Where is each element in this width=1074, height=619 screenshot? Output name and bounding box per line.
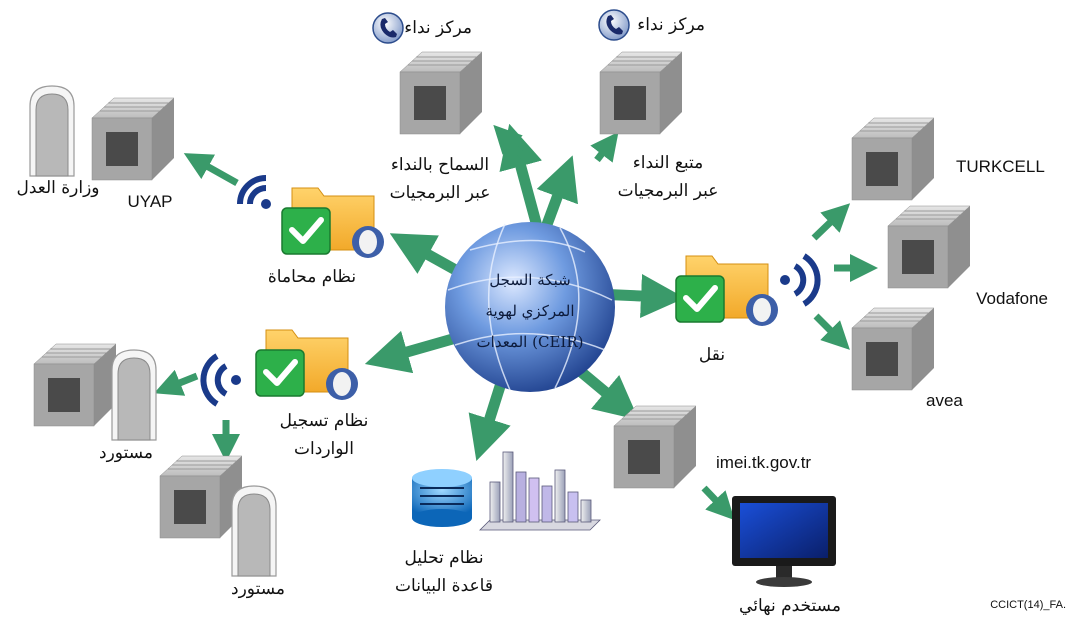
arrow-to-uyap bbox=[183, 153, 239, 187]
center-line-2: المركزي لهوية bbox=[485, 302, 574, 320]
vodafone-label: Vodafone bbox=[976, 289, 1048, 308]
server-icon bbox=[613, 405, 697, 489]
folder-check-icon bbox=[676, 256, 778, 326]
arrow-to-database bbox=[468, 378, 511, 461]
arrow-call-tracker-to-center bbox=[590, 131, 619, 163]
uyap-label: UYAP bbox=[127, 192, 172, 211]
call-permit-label-2: عبر البرمجيات bbox=[390, 183, 491, 203]
arrow-to-avea bbox=[813, 313, 850, 350]
wifi-icon bbox=[237, 175, 271, 209]
database-label-2: قاعدة البيانات bbox=[395, 576, 493, 596]
call-tracker-label-1: متبع النداء bbox=[633, 153, 704, 173]
folder-check-icon bbox=[282, 188, 384, 258]
arrow-call-permit-to-center bbox=[493, 124, 528, 161]
ministry-justice: وزارة العدل bbox=[16, 85, 100, 198]
law-system: نظام محاماة bbox=[268, 188, 384, 287]
importer-1-label: مستورد bbox=[99, 443, 153, 463]
call-center-1: مركز نداء bbox=[372, 12, 472, 44]
server-icon bbox=[851, 117, 935, 201]
wifi-icon bbox=[200, 353, 241, 407]
database-analysis: نظام تحليل قاعدة البيانات bbox=[395, 451, 601, 596]
database-icon bbox=[412, 469, 472, 527]
gate-icon bbox=[231, 485, 277, 577]
import-system-label-1: نظام تسجيل bbox=[280, 411, 369, 431]
gate-icon bbox=[29, 85, 75, 177]
call-permit-label-1: السماح بالنداء bbox=[391, 155, 489, 175]
wifi-icon bbox=[780, 253, 821, 307]
monitor-icon bbox=[732, 496, 836, 587]
arrow-to-call-permit bbox=[499, 123, 544, 232]
figure-code: CCICT(14)_FA. bbox=[990, 599, 1066, 611]
end-user-label: مستخدم نهائي bbox=[739, 596, 841, 616]
call-center-2: مركز نداء bbox=[598, 9, 705, 41]
turkcell-label: TURKCELL bbox=[956, 157, 1045, 176]
folder-check-icon bbox=[256, 330, 358, 400]
transport-label: نقل bbox=[699, 345, 725, 365]
bar-chart-icon bbox=[479, 451, 601, 531]
importer-1: مستورد bbox=[33, 343, 157, 463]
importer-2-label: مستورد bbox=[231, 579, 285, 599]
phone-icon bbox=[598, 9, 630, 41]
server-icon bbox=[399, 51, 483, 135]
imei-server: imei.tk.gov.tr bbox=[613, 405, 811, 489]
law-system-label: نظام محاماة bbox=[268, 267, 356, 287]
avea-label: avea bbox=[926, 391, 963, 410]
server-icon bbox=[33, 343, 117, 427]
avea-server: avea bbox=[851, 307, 963, 410]
importer-2: مستورد bbox=[159, 455, 285, 599]
call-center-label-2: مركز نداء bbox=[637, 15, 705, 35]
server-icon bbox=[91, 97, 175, 181]
ministry-justice-label: وزارة العدل bbox=[16, 178, 99, 198]
server-icon bbox=[159, 455, 243, 539]
arrow-to-import-system bbox=[364, 330, 465, 374]
arrow-to-importer-1 bbox=[154, 369, 199, 396]
call-tracker-label-2: عبر البرمجيات bbox=[618, 181, 719, 201]
gate-icon bbox=[111, 349, 157, 441]
phone-icon bbox=[372, 12, 404, 44]
call-permit-server: السماح بالنداء عبر البرمجيات bbox=[390, 51, 491, 203]
arrow-to-end-user bbox=[701, 485, 735, 521]
center-line-1: شبكة السجل bbox=[489, 271, 570, 289]
center-line-3: المعدات (CEIR) bbox=[477, 333, 584, 351]
call-tracker-server: متبع النداء عبر البرمجيات bbox=[599, 51, 719, 201]
server-icon bbox=[599, 51, 683, 135]
import-system-label-2: الواردات bbox=[294, 439, 354, 459]
arrow-to-turkcell bbox=[811, 203, 851, 241]
server-icon bbox=[887, 205, 971, 289]
ceir-globe: شبكة السجل المركزي لهوية المعدات (CEIR) bbox=[445, 222, 615, 392]
call-center-label-1: مركز نداء bbox=[404, 18, 472, 38]
uyap-server: UYAP bbox=[91, 97, 175, 211]
import-system: نظام تسجيل الواردات bbox=[256, 330, 368, 459]
server-icon bbox=[851, 307, 935, 391]
vodafone-server: Vodafone bbox=[887, 205, 1048, 308]
transport-system: نقل bbox=[676, 256, 778, 365]
imei-label: imei.tk.gov.tr bbox=[716, 453, 811, 472]
end-user: مستخدم نهائي bbox=[732, 496, 841, 616]
turkcell-server: TURKCELL bbox=[851, 117, 1045, 201]
database-label-1: نظام تحليل bbox=[404, 548, 483, 568]
